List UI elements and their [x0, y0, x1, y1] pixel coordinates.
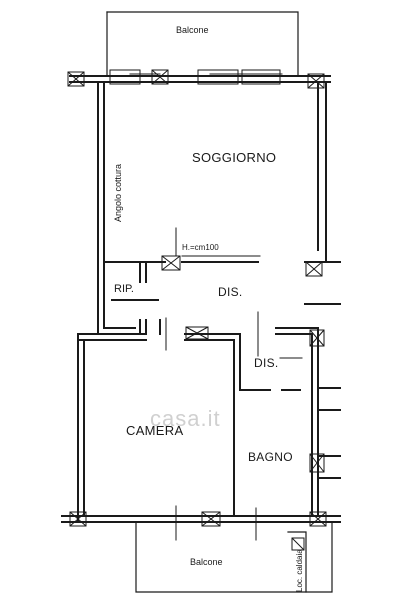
balcony-bottom-outline — [135, 521, 333, 593]
radiator-mark — [151, 69, 169, 85]
radiator-mark — [309, 329, 325, 347]
living-room-label: SOGGIORNO — [192, 150, 277, 165]
hall-lower-label: DIS. — [254, 356, 279, 370]
bathroom-label: BAGNO — [248, 450, 293, 464]
kitchen-corner-label: Angolo cottura — [113, 163, 123, 222]
radiator-mark — [305, 261, 323, 277]
boiler-symbol — [291, 537, 305, 551]
balcony-top-label: Balcone — [176, 25, 209, 35]
storage-label: RIP. — [114, 283, 134, 295]
hall-walls — [97, 261, 341, 335]
hall-upper-label: DIS. — [218, 285, 243, 299]
radiator-mark — [307, 73, 325, 89]
radiator-mark — [185, 326, 209, 340]
bedroom-walls — [61, 319, 341, 523]
height-note-label: H.=cm100 — [182, 243, 219, 252]
windows-top — [109, 69, 281, 85]
door-openings — [129, 73, 303, 541]
radiator-mark — [309, 453, 325, 473]
bedroom-label: CAMERA — [126, 423, 184, 438]
balcony-bottom-label: Balcone — [190, 557, 223, 567]
boiler-room-label: Loc. caldaia — [295, 549, 304, 592]
watermark-logo: casa.it — [150, 406, 221, 431]
radiator-mark — [69, 511, 87, 527]
bathroom-walls — [239, 327, 341, 517]
radiator-mark — [309, 511, 327, 527]
living-room-walls — [69, 75, 341, 263]
radiator-mark — [201, 511, 221, 527]
balcony-top-outline — [106, 11, 299, 77]
radiator-mark — [161, 255, 181, 271]
radiator-mark — [67, 71, 85, 87]
